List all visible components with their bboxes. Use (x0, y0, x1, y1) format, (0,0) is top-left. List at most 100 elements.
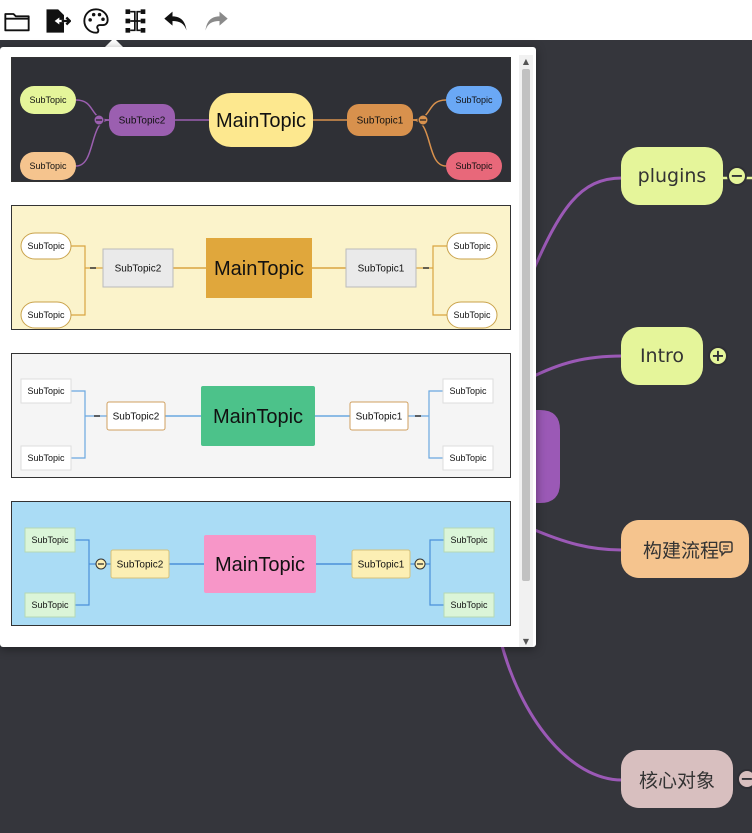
theme-leaf-right (446, 301, 498, 329)
theme-leaf-left-label: SubTopic (31, 535, 69, 545)
theme-leaf-left-label: SubTopic (27, 386, 65, 396)
theme-leaf-left (20, 445, 72, 471)
theme-subtopic-right-label: SubTopic1 (358, 264, 405, 275)
edge-left-leaves (71, 390, 107, 459)
theme-subtopic-right-label: SubTopic1 (358, 560, 405, 571)
edge-left-leaf-2 (75, 119, 110, 167)
theme-leaf-left (20, 86, 76, 114)
theme-leaf-right-label: SubTopic (449, 386, 487, 396)
theme-leaf-left (20, 301, 72, 329)
theme-leaf-right-label: SubTopic (453, 241, 491, 251)
theme-leaf-right-label: SubTopic (450, 535, 488, 545)
theme-subtopic-right (345, 248, 417, 288)
theme-main-topic-label: MainTopic (214, 258, 304, 280)
undo-icon[interactable] (161, 6, 191, 36)
theme-subtopic-left-label: SubTopic2 (115, 264, 162, 275)
collapse-core-button[interactable]: − (737, 769, 752, 789)
theme-leaf-right (446, 232, 498, 260)
theme-leaf-left-label: SubTopic (27, 453, 65, 463)
theme-leaf-right (442, 378, 494, 404)
node-core-objects-label: 核心对象 (638, 769, 715, 792)
scroll-down-arrow[interactable]: ▼ (522, 636, 530, 646)
theme-subtopic-right (351, 549, 411, 579)
theme-main-topic-label: MainTopic (216, 110, 306, 132)
theme-leaf-right (446, 152, 502, 180)
edge-left-leaves (75, 539, 111, 606)
theme-main-topic (209, 93, 313, 147)
theme-subtopic-left-label: SubTopic2 (119, 116, 166, 127)
popup-arrow (104, 38, 124, 48)
edge-build (529, 526, 623, 552)
expand-intro-button[interactable]: + (708, 346, 728, 366)
theme-subtopic-left (106, 401, 166, 431)
theme-subtopic-right (349, 401, 409, 431)
theme-leaf-left-label: SubTopic (29, 95, 67, 105)
structure-icon[interactable] (121, 6, 151, 36)
theme-main-topic (204, 535, 316, 593)
collapse-plugins-button[interactable]: − (727, 166, 747, 186)
theme-leaf-right-label: SubTopic (449, 453, 487, 463)
edge-right-leaves (410, 539, 444, 606)
theme-leaf-left-label: SubTopic (29, 161, 67, 171)
theme-leaf-left-label: SubTopic (27, 310, 65, 320)
theme-leaf-left (24, 527, 76, 553)
edge-right-leaves (416, 245, 447, 316)
theme-leaf-right (446, 86, 502, 114)
theme-leaf-right-label: SubTopic (453, 310, 491, 320)
theme-leaf-right-label: SubTopic (455, 95, 493, 105)
node-intro-label: Intro (639, 345, 685, 367)
theme-subtopic-left-label: SubTopic2 (113, 412, 160, 423)
theme-leaf-left-label: SubTopic (27, 241, 65, 251)
edge-core (498, 637, 623, 782)
node-build-process[interactable]: 构建流程 (621, 520, 749, 578)
theme-main-topic (206, 238, 312, 298)
toolbar (0, 0, 752, 40)
theme-main-topic (201, 386, 315, 446)
node-plugins-label: plugins (637, 165, 707, 187)
node-plugins[interactable]: plugins (621, 147, 723, 205)
scroll-thumb[interactable] (522, 69, 530, 581)
edge-right-leaves (408, 390, 443, 459)
theme-leaf-right (442, 445, 494, 471)
redo-icon[interactable] (201, 6, 231, 36)
theme-leaf-left (20, 232, 72, 260)
theme-subtopic-right-label: SubTopic1 (357, 116, 404, 127)
theme-leaf-left (20, 378, 72, 404)
edge-left-leaf-1 (75, 99, 110, 121)
theme-subtopic-left (109, 104, 175, 136)
theme-leaf-right-label: SubTopic (455, 161, 493, 171)
node-build-process-label: 构建流程 (643, 539, 720, 562)
theme-subtopic-right (347, 104, 413, 136)
theme-leaf-left (24, 592, 76, 618)
theme-subtopic-left (110, 549, 170, 579)
open-folder-icon[interactable] (2, 6, 32, 36)
export-file-icon[interactable] (42, 6, 72, 36)
theme-leaf-right-label: SubTopic (450, 600, 488, 610)
theme-subtopic-right-label: SubTopic1 (356, 412, 403, 423)
node-core-objects[interactable]: 核心对象 (621, 750, 733, 808)
theme-main-topic-label: MainTopic (213, 406, 303, 428)
comment-icon[interactable] (717, 540, 735, 558)
theme-main-topic-label: MainTopic (215, 554, 305, 576)
theme-leaf-right (443, 592, 495, 618)
edge-right-leaf-1 (412, 99, 447, 121)
theme-leaf-right (443, 527, 495, 553)
theme-subtopic-left-label: SubTopic2 (117, 560, 164, 571)
edge-left-leaves (71, 245, 103, 316)
popup-scrollbar[interactable]: ▲ ▼ (519, 55, 533, 647)
theme-leaf-left (20, 152, 76, 180)
theme-subtopic-left (102, 248, 174, 288)
palette-icon[interactable] (81, 6, 111, 36)
node-intro[interactable]: Intro (621, 327, 703, 385)
edge-intro (529, 354, 623, 380)
scroll-up-arrow[interactable]: ▲ (522, 56, 530, 66)
